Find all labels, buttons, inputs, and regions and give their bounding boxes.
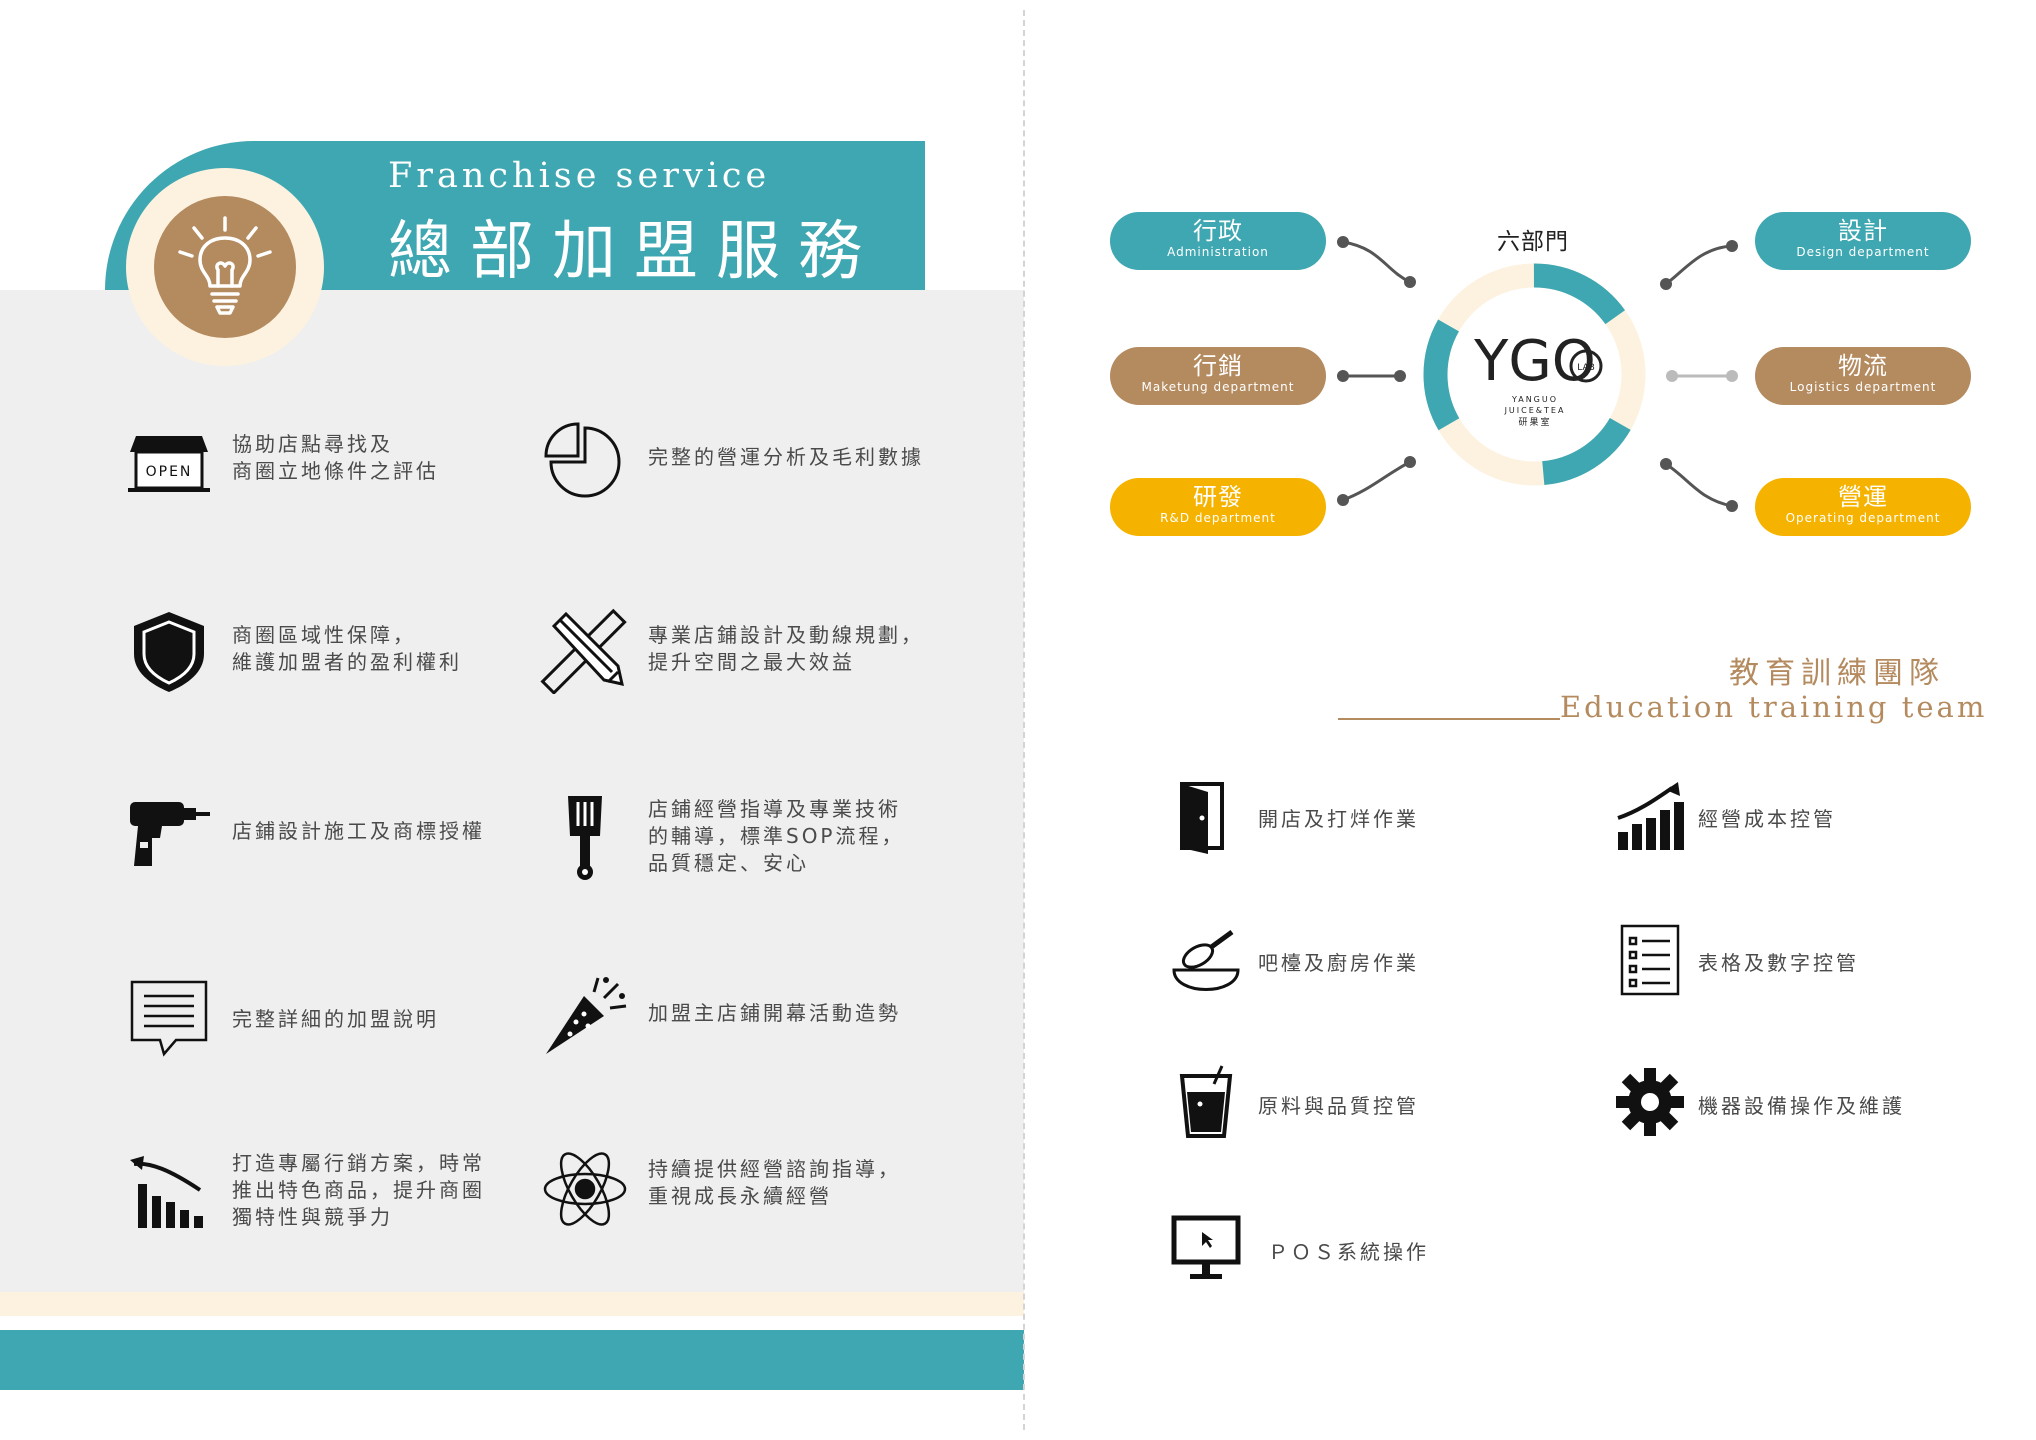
dept-zh: 物流 bbox=[1838, 352, 1888, 380]
service-text: 店鋪經營指導及專業技術 的輔導，標準SOP流程， 品質穩定、安心 bbox=[648, 797, 905, 875]
dept-en: Administration bbox=[1167, 245, 1269, 259]
dept-en: R&D department bbox=[1160, 511, 1276, 525]
logo-line3: 研果室 bbox=[1518, 416, 1551, 428]
open-door-icon bbox=[1180, 782, 1224, 854]
departments-label: 六部門 bbox=[1497, 229, 1569, 255]
service-text: 加盟主店鋪開幕活動造勢 bbox=[648, 1001, 901, 1025]
service-text: 打造專屬行銷方案，時常 推出特色商品，提升商圈 獨特性與競爭力 bbox=[232, 1151, 485, 1229]
service-text: 專業店鋪設計及動線規劃， 提升空間之最大效益 bbox=[648, 623, 924, 674]
rising-bar-chart-icon bbox=[1617, 782, 1684, 850]
service-text: 商圈區域性保障， 維護加盟者的盈利權利 bbox=[232, 623, 462, 674]
svg-text:OPEN: OPEN bbox=[146, 464, 193, 480]
dept-pill-marketing: 行銷 Maketung department bbox=[1110, 347, 1326, 405]
drink-cup-icon bbox=[1179, 1065, 1233, 1138]
growth-chart-icon bbox=[130, 1156, 203, 1228]
dept-pill-design: 設計 Design department bbox=[1755, 212, 1971, 270]
departments-ring bbox=[1423, 263, 1646, 486]
dept-pill-rnd: 研發 R&D department bbox=[1110, 478, 1326, 536]
dept-zh: 行政 bbox=[1193, 217, 1243, 245]
education-underline bbox=[1338, 718, 1560, 720]
pie-chart-icon bbox=[544, 422, 621, 498]
page-divider bbox=[1023, 10, 1025, 1430]
storefront-open-icon: OPEN bbox=[128, 436, 210, 492]
service-text: 完整詳細的加盟說明 bbox=[232, 1007, 439, 1031]
service-text: 持續提供經營諮詢指導， 重視成長永續經營 bbox=[648, 1157, 901, 1208]
dept-zh: 營運 bbox=[1838, 483, 1888, 511]
dept-en: Operating department bbox=[1785, 511, 1941, 525]
dept-zh: 研發 bbox=[1193, 483, 1243, 511]
logo-line2: JUICE&TEA bbox=[1504, 406, 1566, 415]
gear-icon bbox=[1616, 1068, 1684, 1136]
spatula-icon bbox=[568, 796, 602, 880]
dept-en: Maketung department bbox=[1141, 380, 1295, 394]
dept-en: Design department bbox=[1796, 245, 1930, 259]
education-item-text: 表格及數字控管 bbox=[1698, 951, 1859, 975]
header-title-zh: 總部加盟服務 bbox=[388, 215, 880, 289]
logo-mark: YGO bbox=[1473, 329, 1596, 394]
dept-en: Logistics department bbox=[1789, 380, 1937, 394]
logo-line1: YANGUO bbox=[1511, 395, 1558, 404]
teal-band bbox=[0, 1330, 1024, 1390]
header-title-en: Franchise service bbox=[388, 156, 771, 196]
education-item-text: 原料與品質控管 bbox=[1258, 1094, 1419, 1118]
shield-icon bbox=[134, 612, 204, 692]
ruler-pencil-icon bbox=[540, 608, 627, 694]
education-title-en: Education training team bbox=[1560, 690, 1988, 724]
atom-icon bbox=[543, 1152, 627, 1226]
light-bulb-icon bbox=[178, 216, 272, 315]
party-popper-icon bbox=[546, 977, 627, 1054]
service-text: 完整的營運分析及毛利數據 bbox=[648, 445, 924, 469]
education-title-zh: 教育訓練團隊 bbox=[1729, 656, 1945, 691]
education-item-text: 開店及打烊作業 bbox=[1258, 807, 1419, 831]
education-item-text: ＰＯＳ系統操作 bbox=[1268, 1240, 1429, 1264]
education-item-text: 經營成本控管 bbox=[1698, 807, 1836, 831]
logo-badge: LAB bbox=[1577, 363, 1595, 373]
whisk-bowl-icon bbox=[1172, 929, 1240, 991]
yanguo-logo: YGO LAB YANGUO JUICE&TEA 研果室 bbox=[1460, 320, 1610, 440]
dept-pill-logistics: 物流 Logistics department bbox=[1755, 347, 1971, 405]
education-item-text: 吧檯及廚房作業 bbox=[1258, 951, 1419, 975]
service-text: 店鋪設計施工及商標授權 bbox=[232, 819, 485, 843]
document-speech-icon bbox=[130, 980, 208, 1057]
education-item-text: 機器設備操作及維護 bbox=[1698, 1094, 1905, 1118]
power-drill-icon bbox=[130, 802, 210, 866]
dept-pill-operating: 營運 Operating department bbox=[1755, 478, 1971, 536]
bulb-badge-inner bbox=[154, 196, 296, 338]
dept-pill-administration: 行政 Administration bbox=[1110, 212, 1326, 270]
monitor-icon bbox=[1171, 1215, 1241, 1279]
dept-zh: 行銷 bbox=[1193, 352, 1243, 380]
checklist-icon bbox=[1620, 924, 1680, 996]
service-text: 協助店點尋找及 商圈立地條件之評估 bbox=[232, 432, 439, 483]
department-connectors bbox=[1337, 236, 1738, 512]
dept-zh: 設計 bbox=[1838, 217, 1888, 245]
cream-band bbox=[0, 1292, 1024, 1316]
